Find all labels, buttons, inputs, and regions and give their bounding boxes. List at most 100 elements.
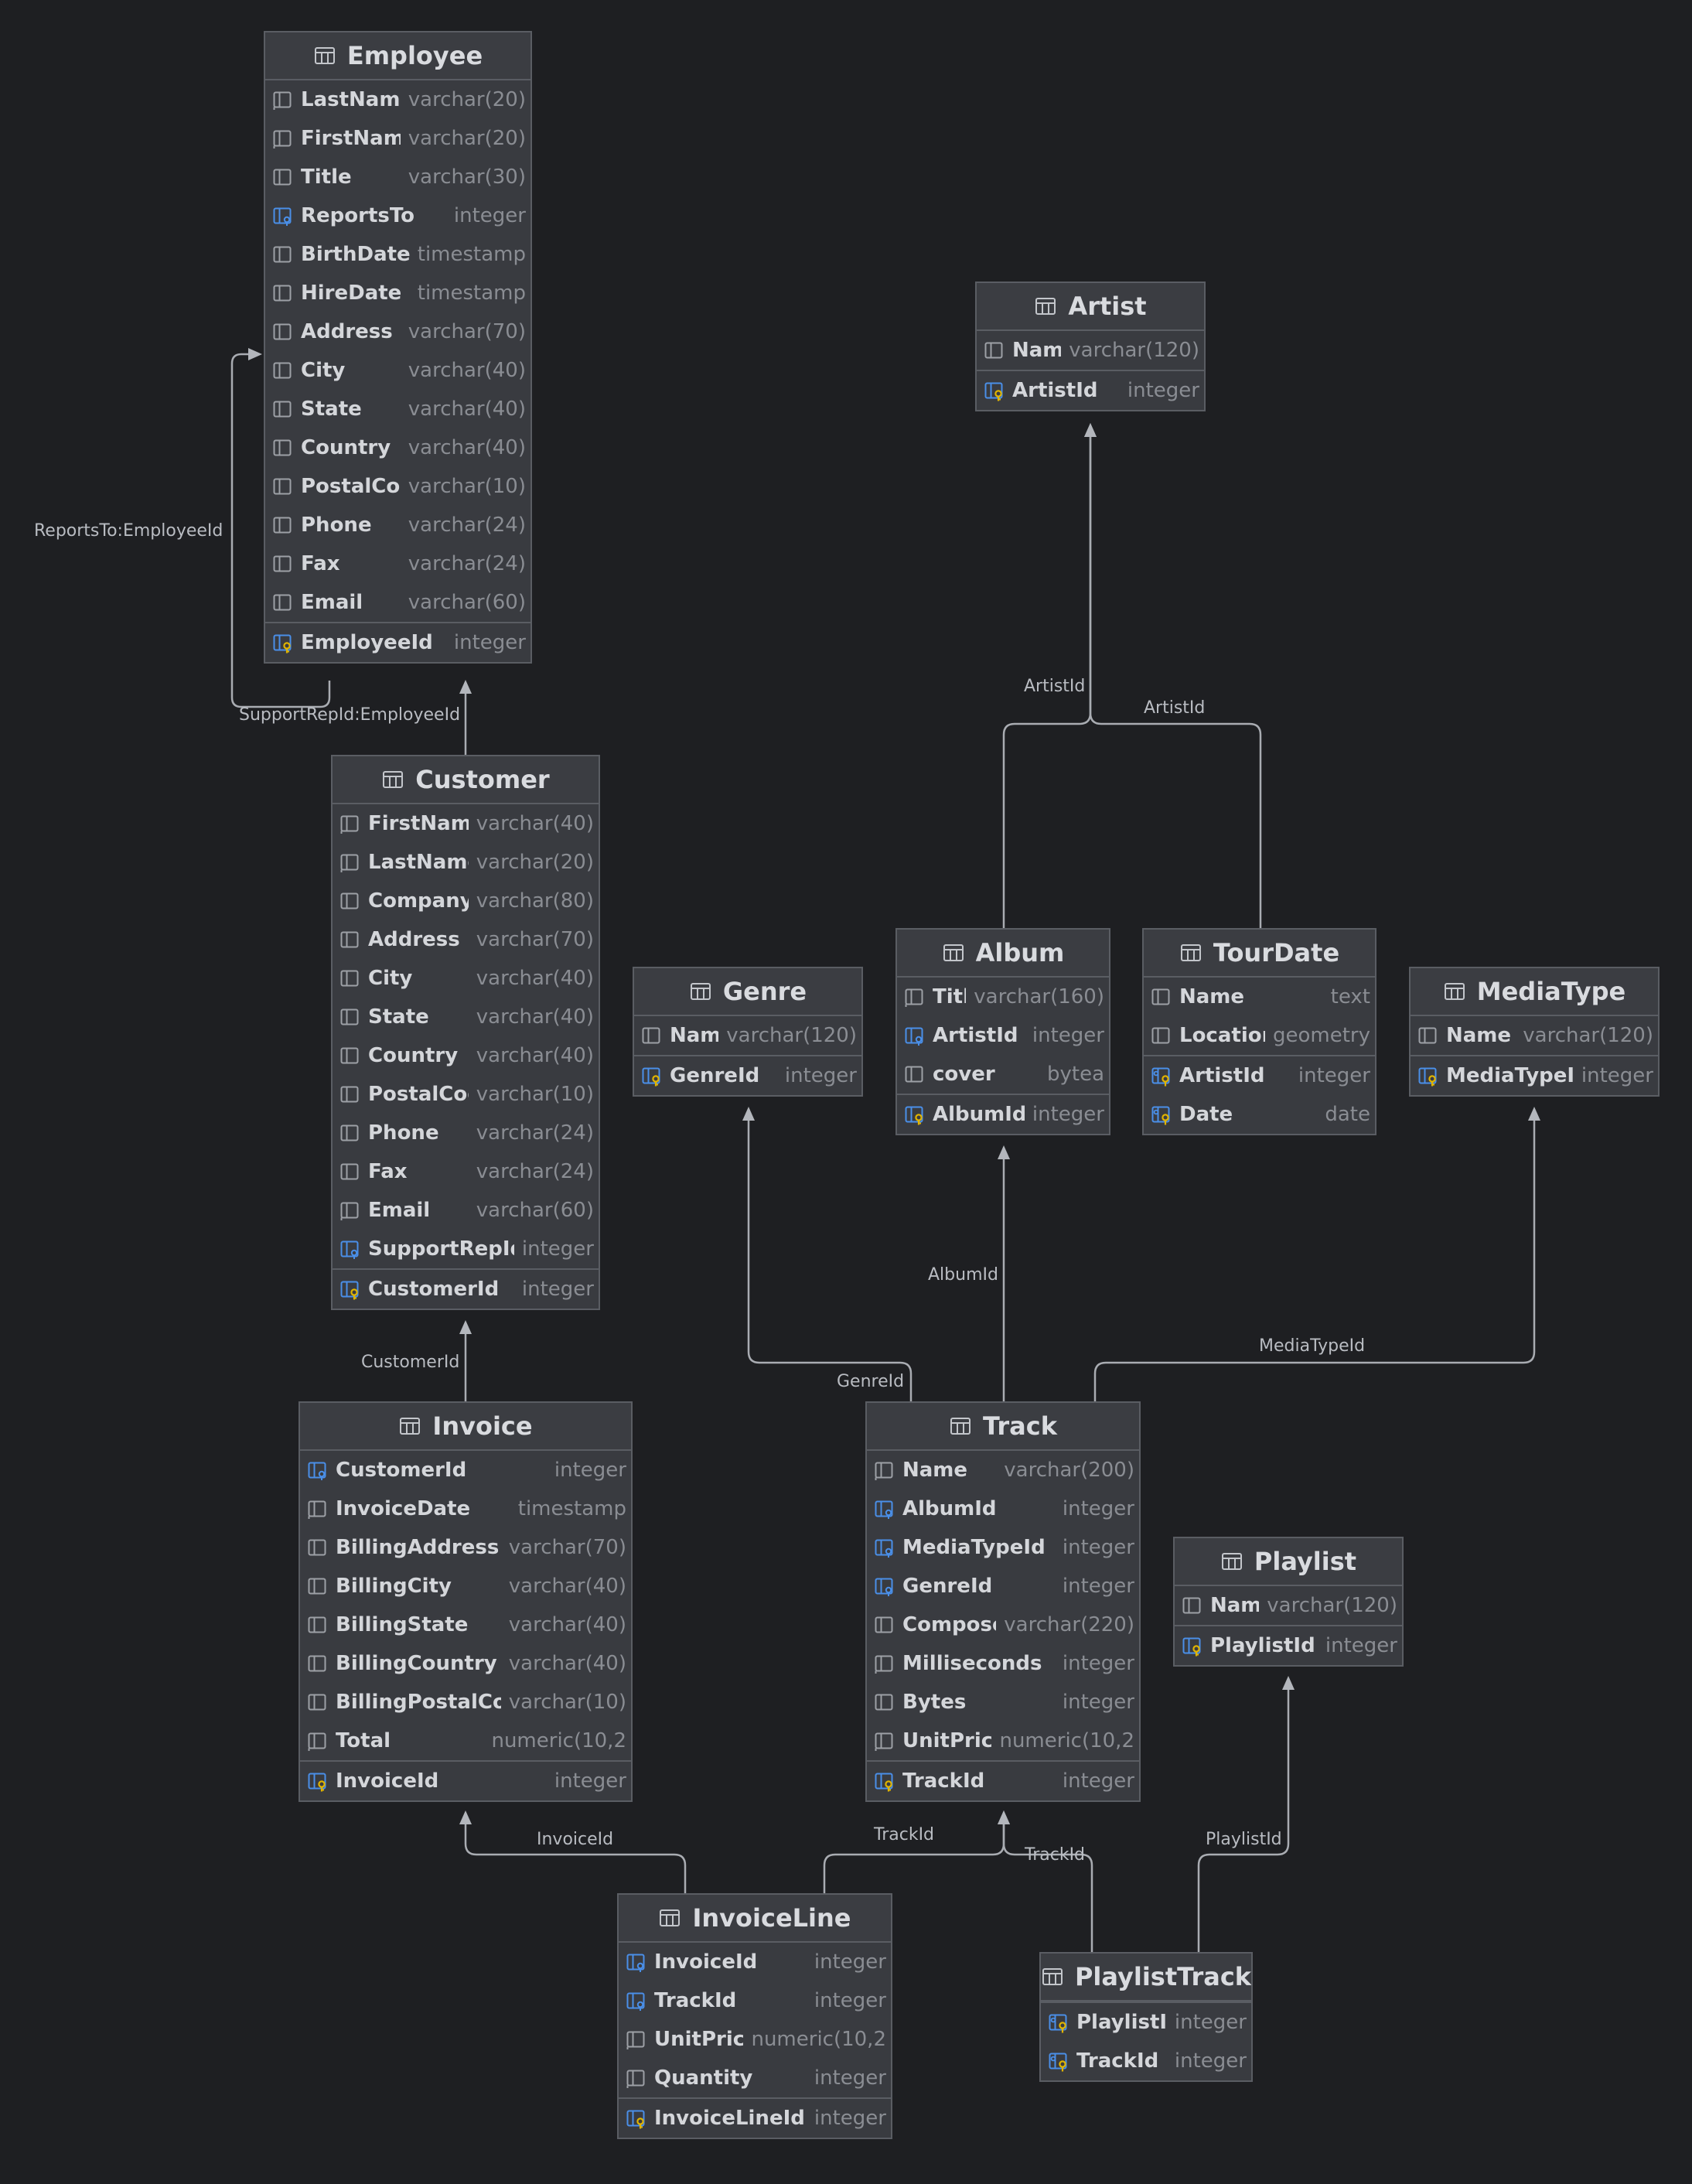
entity-header[interactable]: Artist [977,283,1204,331]
entity-mediatype[interactable]: MediaTypeNamevarchar(120)MediaTypeIdinte… [1409,967,1660,1097]
link-mediatypeid[interactable] [1093,1107,1540,1401]
entity-customer[interactable]: CustomerFirstNamevarchar(40)LastNamevarc… [331,755,600,1310]
entity-playlist[interactable]: PlaylistNamevarchar(120)PlaylistIdintege… [1173,1537,1404,1667]
entity-header[interactable]: Genre [634,968,861,1016]
entity-header[interactable]: Playlist [1175,1538,1402,1586]
entity-header[interactable]: InvoiceLine [619,1895,891,1943]
column-row[interactable]: LastNamevarchar(20) [333,843,599,882]
entity-playlisttrack[interactable]: PlaylistTrackPlaylistIdintegerTrackIdint… [1039,1952,1253,2082]
column-row[interactable]: BillingPostalCodevarchar(10) [300,1683,631,1722]
link-playlisttrack-trackid[interactable] [998,1810,1093,1952]
entity-header[interactable]: Album [897,930,1109,978]
entity-album[interactable]: AlbumTitlevarchar(160)ArtistIdintegercov… [895,928,1110,1135]
link-playlistid[interactable] [1197,1676,1295,1952]
entity-header[interactable]: MediaType [1411,968,1658,1016]
entity-header[interactable]: Invoice [300,1403,631,1451]
entity-header[interactable]: TourDate [1144,930,1375,978]
link-genreid[interactable] [742,1107,913,1401]
column-row[interactable]: Composervarchar(220) [867,1606,1139,1644]
column-row[interactable]: UnitPricenumeric(10,2 [867,1722,1139,1760]
entity-employee[interactable]: EmployeeLastNamevarchar(20)FirstNamevarc… [264,31,532,664]
column-row[interactable]: LastNamevarchar(20) [265,80,530,119]
column-row[interactable]: UnitPricenumeric(10,2 [619,2020,891,2059]
column-row[interactable]: PostalCodevarchar(10) [265,467,530,506]
entity-header[interactable]: Track [867,1403,1139,1451]
link-tourdate-artistid[interactable] [1084,423,1262,928]
column-row[interactable]: Locationgeometry [1144,1016,1375,1055]
column-row[interactable]: FirstNamevarchar(20) [265,119,530,158]
column-row[interactable]: PostalCodevarchar(10) [333,1075,599,1114]
entity-header[interactable]: Customer [333,756,599,804]
link-invoiceid[interactable] [459,1810,687,1893]
entity-header[interactable]: Employee [265,32,530,80]
column-row[interactable]: FirstNamevarchar(40) [333,804,599,843]
entity-tourdate[interactable]: TourDateNametextLocationgeometryArtistId… [1142,928,1376,1135]
entity-header[interactable]: PlaylistTrack [1041,1954,1251,2001]
